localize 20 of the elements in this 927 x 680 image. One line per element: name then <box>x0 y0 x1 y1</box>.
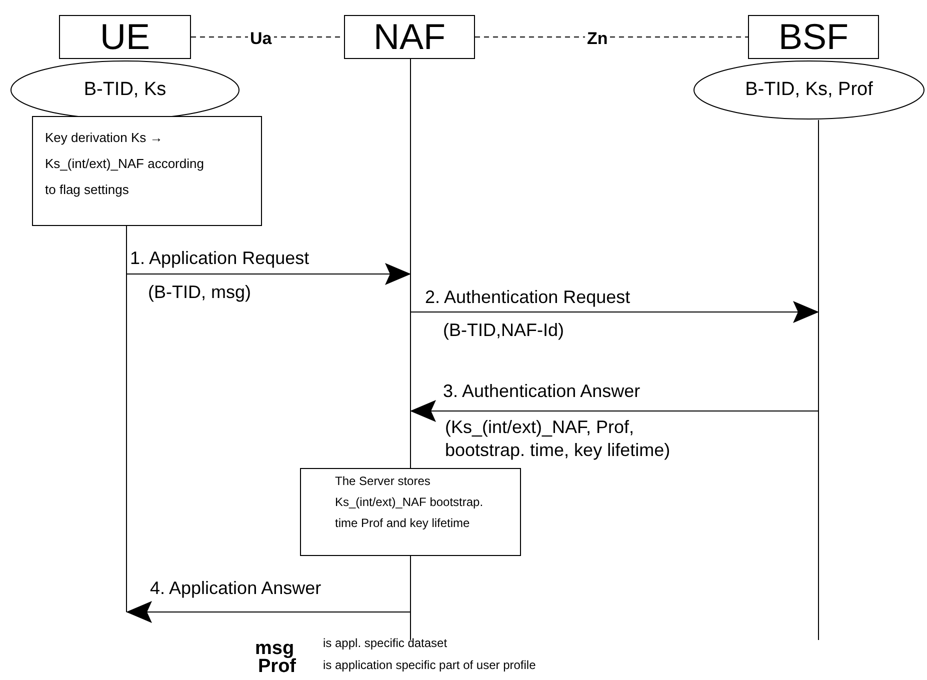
node-label: B-TID, Ks, Prof <box>745 78 873 100</box>
note-box: The Server stores Ks_(int/ext)_NAF bootstrap. time Prof and key lifetime <box>300 468 521 556</box>
message-parameters: (B-TID,NAF-Id) <box>443 319 564 342</box>
lifeline <box>818 120 819 640</box>
message-arrow <box>410 400 818 422</box>
entity-box: BSF <box>748 15 879 59</box>
message-arrow <box>410 301 819 323</box>
node-label: B-TID, Ks <box>84 78 166 100</box>
entity-box: UE <box>59 15 191 59</box>
entity-box: NAF <box>344 15 475 59</box>
message-parameters: (Ks_(int/ext)_NAF, Prof, bootstrap. time, key lifetime) <box>445 416 672 461</box>
legend-definition: is appl. specific dataset <box>323 636 448 651</box>
legend-definition: is application specific part of user profile <box>323 658 536 673</box>
lifeline <box>126 226 127 612</box>
note-box: Key derivation Ks → Ks_(int/ext)_NAF according to flag settings <box>32 116 262 226</box>
message-arrow <box>126 601 410 623</box>
legend-term: msg <box>255 637 294 659</box>
message-arrow <box>126 263 411 285</box>
dashed-line <box>474 36 748 38</box>
message-parameters: (B-TID, msg) <box>148 281 251 304</box>
